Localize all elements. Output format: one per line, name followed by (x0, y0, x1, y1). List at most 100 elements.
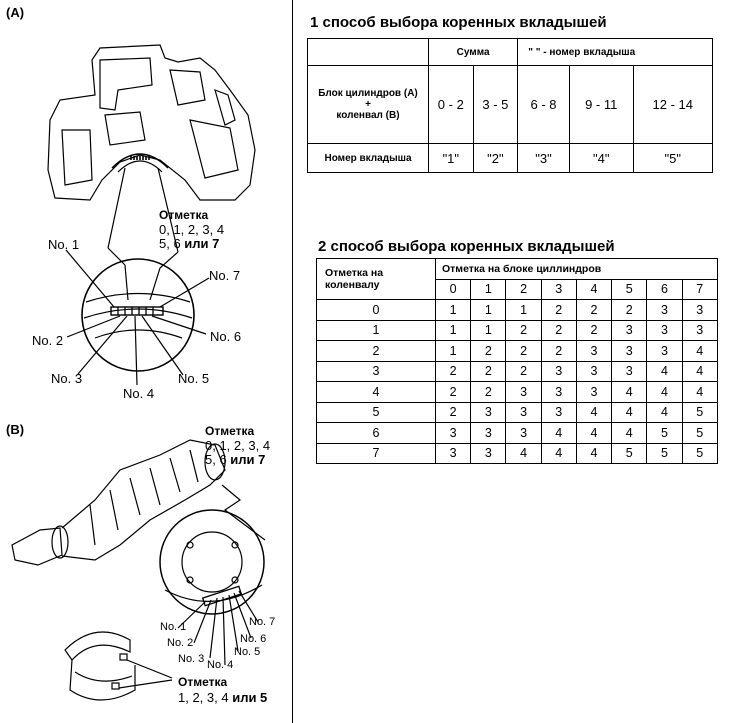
table2-cell: 3 (646, 340, 683, 362)
table2-cell: 3 (434, 422, 472, 444)
panel-b-letter: (B) (6, 422, 25, 437)
table2-cell: 2 (470, 360, 507, 382)
table2-cell: 1 (434, 340, 472, 362)
panel-b-no5: No. 5 (234, 646, 261, 658)
table2-cell: 2 (575, 299, 613, 321)
crankshaft-drawing (11, 439, 266, 701)
table1-bearing-cell: "3" (517, 143, 570, 173)
table2-row-header: 1 (316, 319, 436, 341)
table1-bearing-cell: "2" (472, 143, 519, 173)
table2-cell: 2 (505, 360, 542, 382)
table1-bearing-cell: "5" (632, 143, 714, 173)
panel-a-no3: No. 3 (51, 371, 83, 386)
table2-cell: 3 (470, 442, 507, 464)
panel-b-no4: No. 4 (207, 659, 234, 671)
table2-column-header: 6 (646, 278, 683, 300)
panel-a-no5: No. 5 (178, 371, 210, 386)
table2-cell: 4 (540, 442, 577, 464)
table2-cell: 4 (575, 422, 613, 444)
table2-cell: 3 (611, 340, 648, 362)
table2-cell: 5 (611, 442, 648, 464)
table2-cell: 3 (505, 401, 542, 423)
panel-b-no1: No. 1 (160, 621, 187, 633)
table2-cell: 2 (611, 299, 648, 321)
table2-cell: 2 (540, 299, 577, 321)
panel-a-no2: No. 2 (32, 333, 64, 348)
table1-row2-head: Номер вкладыша (307, 143, 429, 173)
table2-cell: 4 (611, 401, 648, 423)
table1-sum-cell: 12 - 14 (632, 65, 714, 144)
table2-cell: 4 (575, 442, 613, 464)
panel-b-no2: No. 2 (167, 637, 194, 649)
table2-cell: 4 (681, 360, 719, 382)
table1-row1-head: Блок цилиндров (A) + коленвал (B) (307, 65, 429, 144)
table2-title: 2 способ выбора коренных вкладышей (318, 238, 615, 255)
table2-corner-label: Отметка на коленвалу (316, 258, 436, 300)
table2-cell: 3 (505, 381, 542, 403)
table2-top-label: Отметка на блоке циллиндров (435, 258, 718, 280)
table2-cell: 2 (540, 340, 577, 362)
panel-b-mark-values-2: 5, 6 или 7 (205, 452, 266, 467)
panel-b-bearing-mark-values: 1, 2, 3, 4 или 5 (178, 690, 268, 705)
table2-cell: 4 (505, 442, 542, 464)
panel-b-bearing-mark-title: Отметка (178, 675, 228, 689)
panel-a-no6: No. 6 (210, 329, 242, 344)
table2-row-header: 2 (316, 340, 436, 362)
panel-a-no7: No. 7 (209, 268, 241, 283)
panel-b-mark-title: Отметка (205, 424, 255, 438)
table2-cell: 1 (470, 299, 507, 321)
table2-cell: 5 (681, 422, 719, 444)
panel-a-no4: No. 4 (123, 386, 155, 401)
table1-title: 1 способ выбора коренных вкладышей (310, 14, 607, 31)
table2-cell: 3 (470, 401, 507, 423)
table2-cell: 2 (505, 319, 542, 341)
panel-b-no7: No. 7 (249, 616, 276, 628)
table1-sum-header: Сумма (427, 38, 519, 66)
table1-bearing-no-header: " " - номер вкладыша (517, 38, 713, 66)
table2-cell: 2 (470, 340, 507, 362)
table2-cell: 3 (611, 319, 648, 341)
table2-cell: 5 (646, 442, 683, 464)
table2-cell: 3 (434, 442, 472, 464)
table2-cell: 1 (470, 319, 507, 341)
table1-empty-corner (307, 38, 429, 66)
table2-row-header: 4 (316, 381, 436, 403)
table2-cell: 2 (575, 319, 613, 341)
table2-column-header: 2 (505, 278, 542, 300)
table2-cell: 2 (434, 401, 472, 423)
table2-cell: 2 (505, 340, 542, 362)
table2-cell: 1 (434, 319, 472, 341)
panel-b-no3: No. 3 (178, 653, 205, 665)
table2-cell: 3 (611, 360, 648, 382)
table2-cell: 4 (575, 401, 613, 423)
table2-cell: 4 (646, 360, 683, 382)
panel-a-mark-values-2: 5, 6 или 7 (159, 236, 220, 251)
table1-sum-cell: 9 - 11 (568, 65, 634, 144)
table2-column-header: 1 (470, 278, 507, 300)
table2-cell: 3 (575, 340, 613, 362)
table2-cell: 3 (681, 319, 719, 341)
table2-column-header: 5 (611, 278, 648, 300)
table2-cell: 1 (434, 299, 472, 321)
table2-cell: 3 (540, 360, 577, 382)
table1-bearing-cell: "4" (568, 143, 634, 173)
table2-cell: 4 (646, 401, 683, 423)
table2-cell: 5 (681, 401, 719, 423)
table2-cell: 3 (505, 422, 542, 444)
table2-row-header: 3 (316, 360, 436, 382)
table2-column-header: 7 (681, 278, 719, 300)
table2-cell: 3 (470, 422, 507, 444)
panel-a-letter: (A) (6, 5, 25, 20)
table2-column-header: 3 (540, 278, 577, 300)
table2-row-header: 7 (316, 442, 436, 464)
table2-cell: 1 (505, 299, 542, 321)
table2-cell: 4 (681, 381, 719, 403)
table2-cell: 4 (646, 381, 683, 403)
table2-cell: 4 (681, 340, 719, 362)
table1-sum-cell: 3 - 5 (472, 65, 519, 144)
table2-cell: 2 (434, 381, 472, 403)
table2-row-header: 0 (316, 299, 436, 321)
